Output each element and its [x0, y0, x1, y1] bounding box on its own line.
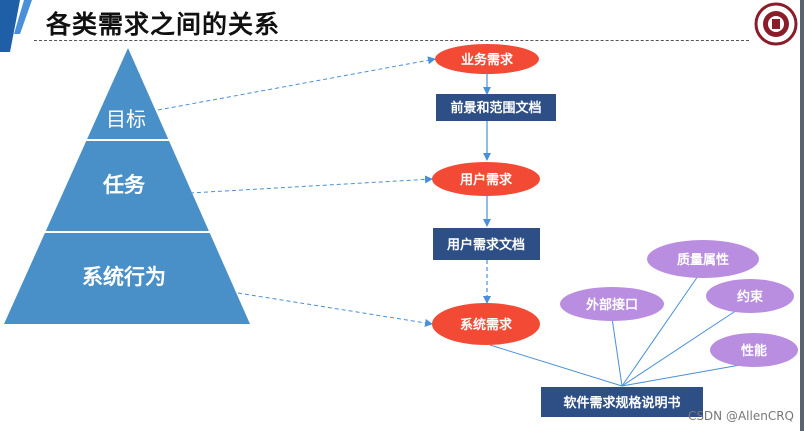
- external-interface-label: 外部接口: [585, 297, 638, 313]
- connector-behavior-to-system: [237, 292, 433, 327]
- pyramid-level-task: 任务: [102, 173, 146, 197]
- scope-document-label: 前景和范围文档: [450, 100, 541, 116]
- business-requirement-oval: [435, 44, 539, 74]
- user-requirement-label: 用户需求: [459, 172, 513, 188]
- performance-oval: [710, 333, 798, 367]
- pyramid-shape: [4, 48, 250, 324]
- pyramid-level-behavior: 系统行为: [82, 265, 166, 289]
- watermark: CSDN @AllenCRQ: [687, 409, 794, 423]
- external-interface-oval: [560, 287, 664, 321]
- constraint-label: 约束: [737, 289, 764, 305]
- quality-attribute-oval: [647, 240, 759, 278]
- page-title: 各类需求之间的关系: [46, 10, 281, 39]
- user-requirement-document-label: 用户需求文档: [446, 237, 525, 253]
- pyramid-level-goal: 目标: [106, 107, 146, 131]
- accent-bar: [0, 0, 10, 52]
- quality-attribute-label: 质量属性: [677, 252, 729, 268]
- connector-task-to-user: [189, 175, 433, 194]
- title-divider: [34, 40, 749, 41]
- system-requirement-label: 系统需求: [460, 317, 513, 333]
- requirements-pyramid: 目标 任务 系统行为: [4, 48, 250, 324]
- connector-goal-to-business: [157, 56, 436, 111]
- srs-connectors: [489, 275, 741, 387]
- business-requirement-label: 业务需求: [461, 52, 514, 68]
- user-requirement-oval: [432, 162, 540, 196]
- right-edge-bar: [800, 0, 804, 431]
- system-requirement-oval: [432, 303, 540, 345]
- university-seal-logo: [754, 2, 798, 46]
- srs-box: [541, 387, 703, 417]
- srs-label: 软件需求规格说明书: [563, 395, 680, 411]
- user-requirement-document-box: [433, 228, 540, 260]
- scope-document-box: [436, 94, 556, 121]
- accent-slant: [10, 0, 32, 52]
- performance-label: 性能: [741, 343, 767, 359]
- constraint-oval: [706, 279, 794, 313]
